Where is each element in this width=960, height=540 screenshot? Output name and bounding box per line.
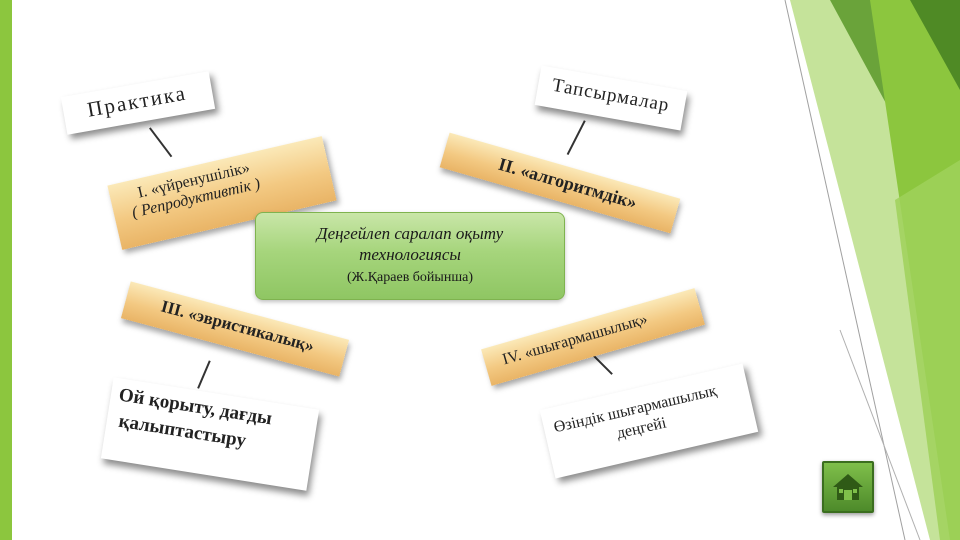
home-icon [833,474,863,500]
connector-practice [149,127,173,158]
level3-label: III. «эвристикалық» [159,296,317,356]
note-tasks: Тапсырмалар [534,65,688,131]
level4-label: IV. «шығармашылық» [500,310,650,369]
center-box: Деңгейлеп саралап оқыту технологиясы (Ж.… [255,212,565,300]
note-thinking: Ой қорыту, дағды қалыптастыру [100,377,320,491]
center-title-line1: Деңгейлеп саралап оқыту [316,224,504,243]
note-practice-label: Практика [85,80,189,122]
home-button[interactable] [822,461,874,513]
right-decoration [784,0,960,540]
center-subtitle: (Ж.Қараев бойынша) [347,270,473,285]
note-practice: Практика [60,71,216,135]
connector-thinking [197,360,211,389]
connector-tasks [567,120,586,156]
note-tasks-label: Тапсырмалар [550,74,672,117]
center-title-line2: технологиясы [359,245,461,264]
left-accent-bar [0,0,12,540]
level-band-4: IV. «шығармашылық» [481,288,705,386]
